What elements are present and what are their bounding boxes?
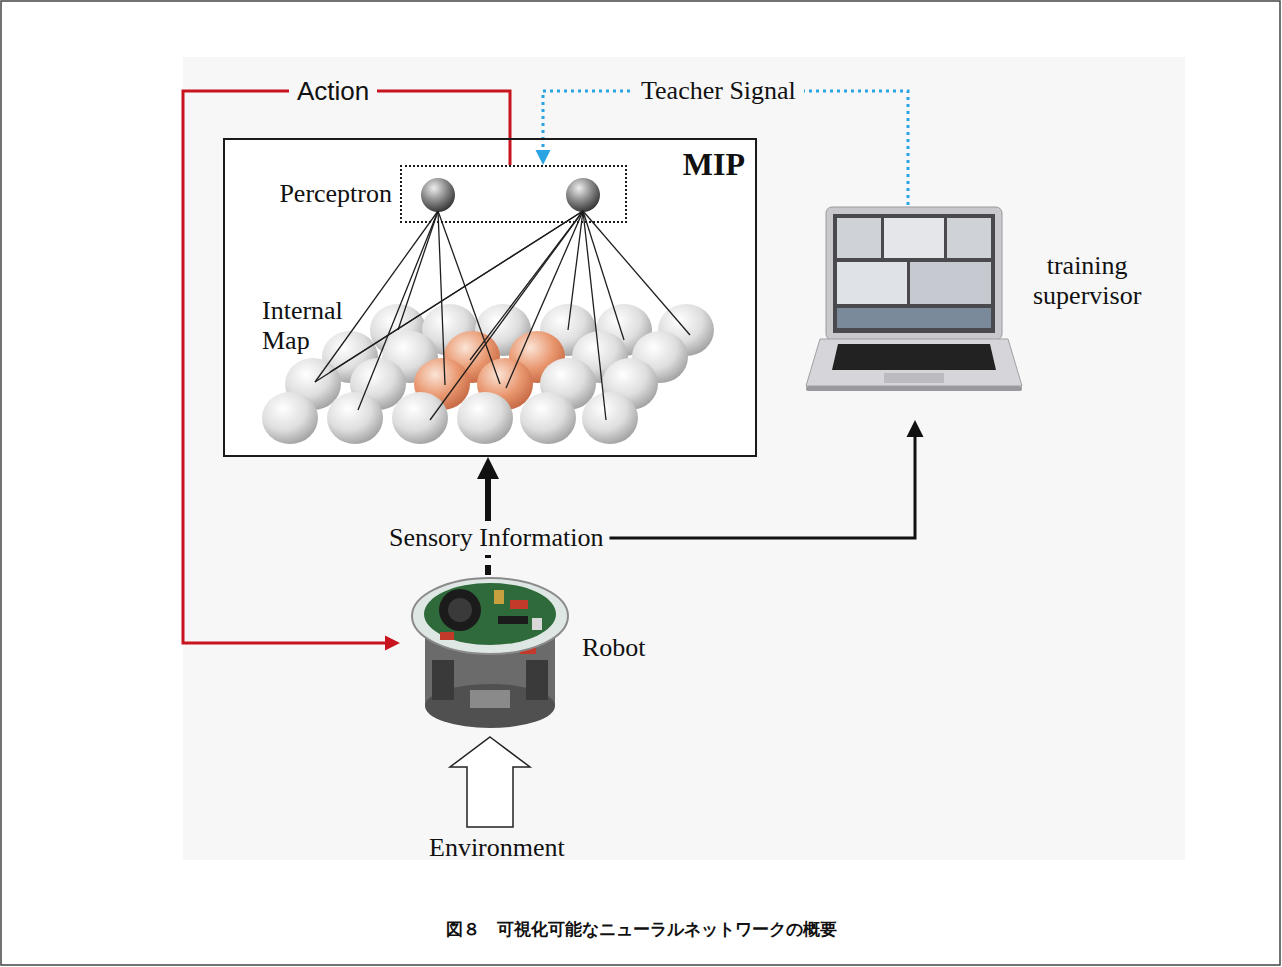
node-label: Sensory Information: [389, 523, 603, 553]
connector-line: [543, 91, 908, 205]
connector: [609, 420, 923, 538]
weight-line: [330, 211, 583, 372]
robot-illustration: [412, 578, 568, 728]
weight-line: [583, 211, 624, 340]
map-neuron: [392, 392, 448, 444]
laptop-illustration: [826, 207, 1002, 340]
node-label: Perceptron: [279, 179, 392, 209]
laptop-illustration: [806, 339, 1022, 386]
robot-illustration: [494, 590, 504, 604]
hollow-arrow-shape: [450, 737, 530, 827]
hollow-arrow: [450, 737, 530, 827]
connector: [488, 555, 489, 575]
connector: [536, 91, 909, 205]
connector-line: [183, 91, 510, 643]
arrow-head: [536, 150, 551, 165]
laptop-illustration: [910, 262, 991, 304]
laptop-illustration: [837, 218, 881, 258]
map-neuron: [457, 392, 513, 444]
weight-line: [315, 211, 583, 382]
node-label: training supervisor: [1033, 251, 1141, 311]
map-neuron: [262, 392, 318, 444]
perceptron-spheres: [421, 178, 600, 212]
robot-illustration: [424, 583, 556, 645]
laptop-illustration: [837, 262, 907, 304]
laptop-illustration: [947, 218, 991, 258]
map-neuron: [327, 392, 383, 444]
connector: [183, 91, 510, 651]
connector: [477, 457, 499, 521]
figure-caption: 図８ 可視化可能なニューラルネットワークの概要: [0, 918, 1282, 941]
weight-line: [438, 211, 445, 385]
robot-illustration: [412, 578, 568, 654]
robot-illustration: [439, 589, 481, 631]
robot-illustration: [526, 660, 548, 700]
edge-label: Action: [289, 76, 377, 107]
robot-illustration: [470, 690, 510, 708]
robot-illustration: [510, 600, 528, 609]
robot-illustration: [532, 618, 542, 630]
robot-illustration: [432, 660, 454, 700]
map-neuron: [520, 392, 576, 444]
mip-ground: [225, 140, 755, 455]
arrow-head: [907, 420, 924, 437]
weight-line: [583, 211, 606, 420]
weight-line: [398, 211, 438, 330]
supervisor-node: training supervisor: [800, 205, 1025, 420]
arrow-head: [477, 457, 499, 479]
weight-line: [430, 211, 583, 420]
laptop-illustration: [884, 218, 944, 258]
weight-line: [583, 211, 690, 335]
laptop-illustration: [884, 373, 944, 383]
edge-label: Teacher Signal: [633, 76, 804, 106]
weight-lines: [315, 211, 690, 420]
laptop-illustration: [806, 207, 1022, 391]
robot-illustration: [440, 632, 454, 640]
robot-node: Robot: [400, 575, 580, 735]
laptop-illustration: [806, 386, 1022, 391]
environment-node: Environment: [423, 831, 571, 865]
map-neuron: [582, 392, 638, 444]
perceptron-box: Perceptron: [400, 165, 627, 223]
node-label: Robot: [582, 633, 646, 663]
perceptron-spheres: [421, 178, 455, 212]
connector-line: [609, 434, 915, 538]
connector-line: [485, 555, 491, 575]
panel-ground: [183, 57, 1185, 860]
laptop-illustration: [833, 214, 995, 333]
laptop-illustration: [832, 344, 996, 370]
perceptron-spheres: [566, 178, 600, 212]
internal-map-label: Internal Map: [262, 296, 343, 356]
robot-illustration: [498, 616, 528, 624]
sensory-node: Sensory Information: [383, 521, 609, 555]
connector-line: [485, 475, 491, 521]
node-label: Environment: [429, 833, 565, 863]
laptop-illustration: [837, 308, 991, 328]
arrow-head: [385, 636, 400, 651]
robot-illustration: [448, 598, 472, 622]
node-label: MIP: [683, 146, 745, 183]
